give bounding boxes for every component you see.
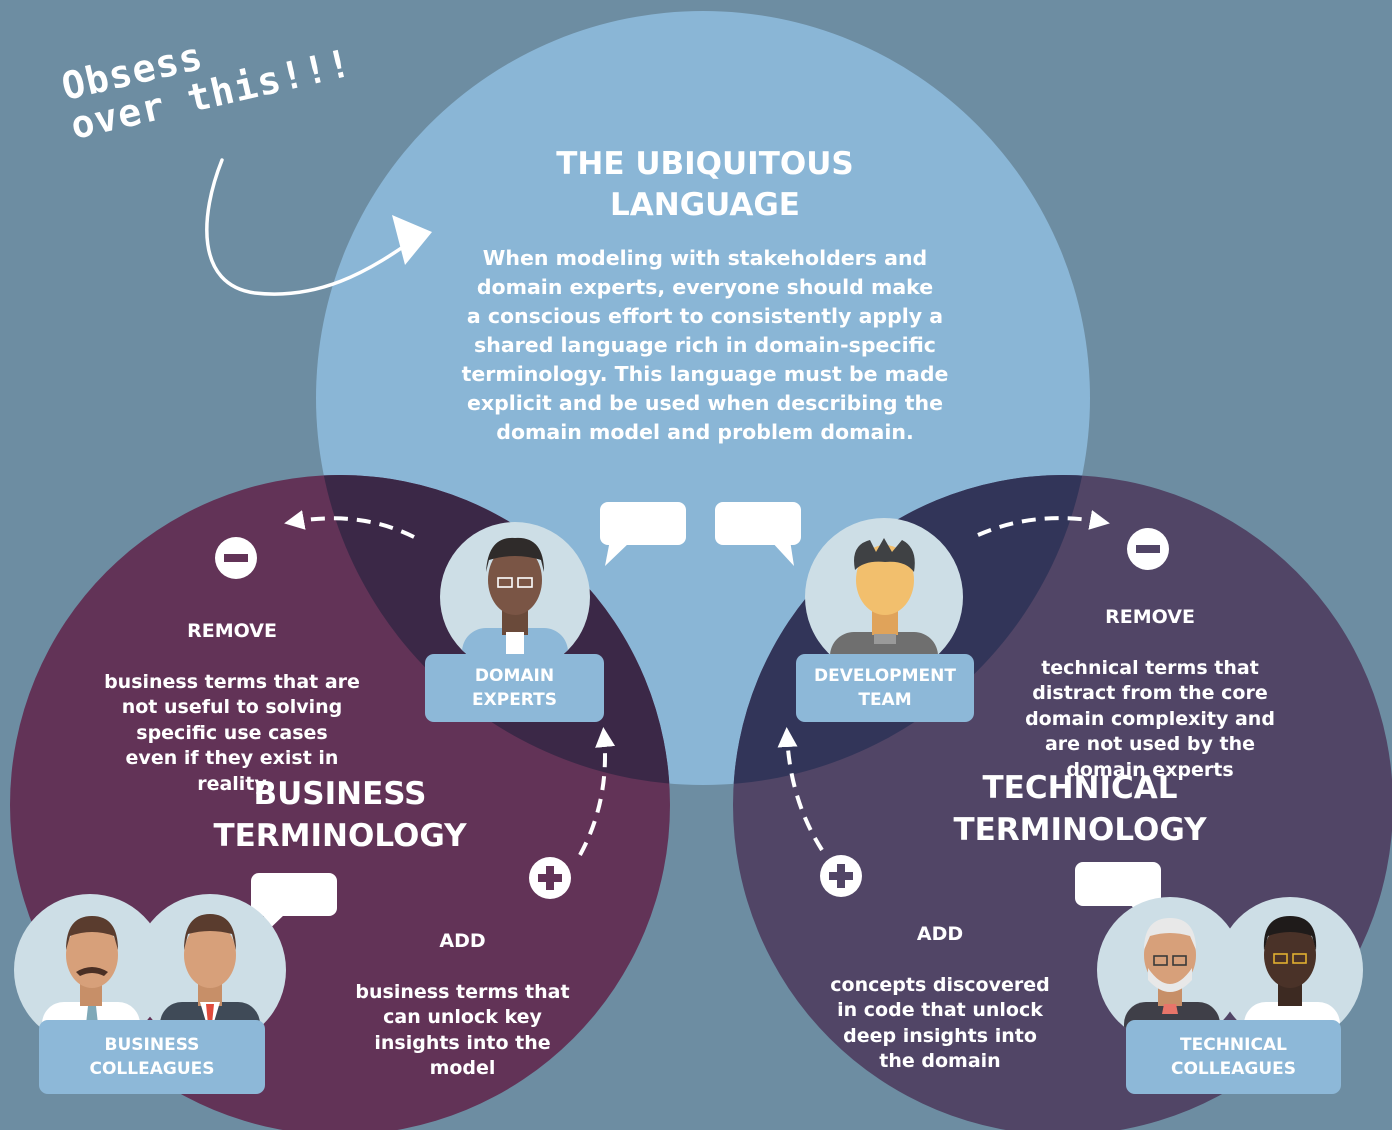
speech-bubble-icon xyxy=(600,502,686,566)
minus-circle-icon xyxy=(215,537,257,579)
plus-circle-icon xyxy=(529,857,571,899)
minus-circle-icon xyxy=(1127,528,1169,570)
business-remove-text: business terms that are not useful to so… xyxy=(104,670,360,795)
technical-colleagues-label: TECHNICAL COLLEAGUES xyxy=(1126,1020,1341,1094)
plus-circle-icon xyxy=(820,855,862,897)
ubiquitous-language-description: When modeling with stakeholders and doma… xyxy=(461,246,949,444)
business-remove-heading: REMOVE xyxy=(187,619,277,642)
speech-bubble-icon xyxy=(715,502,801,566)
technical-colleagues-label-text: TECHNICAL COLLEAGUES xyxy=(1171,1035,1296,1079)
dashed-arrow-icon xyxy=(977,510,1110,537)
dashed-arrow-icon xyxy=(284,510,415,539)
technical-remove-text: technical terms that distract from the c… xyxy=(1025,656,1275,781)
dashed-arrow-icon xyxy=(578,727,616,856)
business-terminology-title: BUSINESS TERMINOLOGY xyxy=(213,776,467,854)
domain-experts-label: DOMAIN EXPERTS xyxy=(425,654,604,722)
handwritten-arrowhead xyxy=(392,215,432,265)
technical-terminology-title: TECHNICAL TERMINOLOGY xyxy=(953,770,1207,848)
technical-add-text: concepts discovered in code that unlock … xyxy=(830,973,1050,1073)
dashed-arrow-icon xyxy=(777,727,824,852)
development-team-label: DEVELOPMENT TEAM xyxy=(796,654,974,722)
technical-remove-note: REMOVE technical terms that distract fro… xyxy=(1010,579,1290,783)
technical-remove-heading: REMOVE xyxy=(1105,605,1195,628)
business-add-text: business terms that can unlock key insig… xyxy=(355,980,570,1080)
ubiquitous-language-title: THE UBIQUITOUS LANGUAGE xyxy=(556,146,854,223)
business-add-heading: ADD xyxy=(439,929,486,952)
domain-experts-label-text: DOMAIN EXPERTS xyxy=(472,666,557,710)
person-avatar-icon xyxy=(440,522,590,672)
development-team-label-text: DEVELOPMENT TEAM xyxy=(814,666,956,710)
person-avatar-icon xyxy=(14,894,166,1046)
handwritten-arrow xyxy=(205,158,412,296)
business-colleagues-label-text: BUSINESS COLLEAGUES xyxy=(89,1035,215,1079)
business-colleagues-label: BUSINESS COLLEAGUES xyxy=(39,1020,265,1094)
technical-add-note: ADD concepts discovered in code that unl… xyxy=(810,896,1070,1075)
technical-add-heading: ADD xyxy=(916,922,964,945)
business-add-note: ADD business terms that can unlock key i… xyxy=(340,903,585,1082)
business-remove-note: REMOVE business terms that are not usefu… xyxy=(92,593,372,797)
